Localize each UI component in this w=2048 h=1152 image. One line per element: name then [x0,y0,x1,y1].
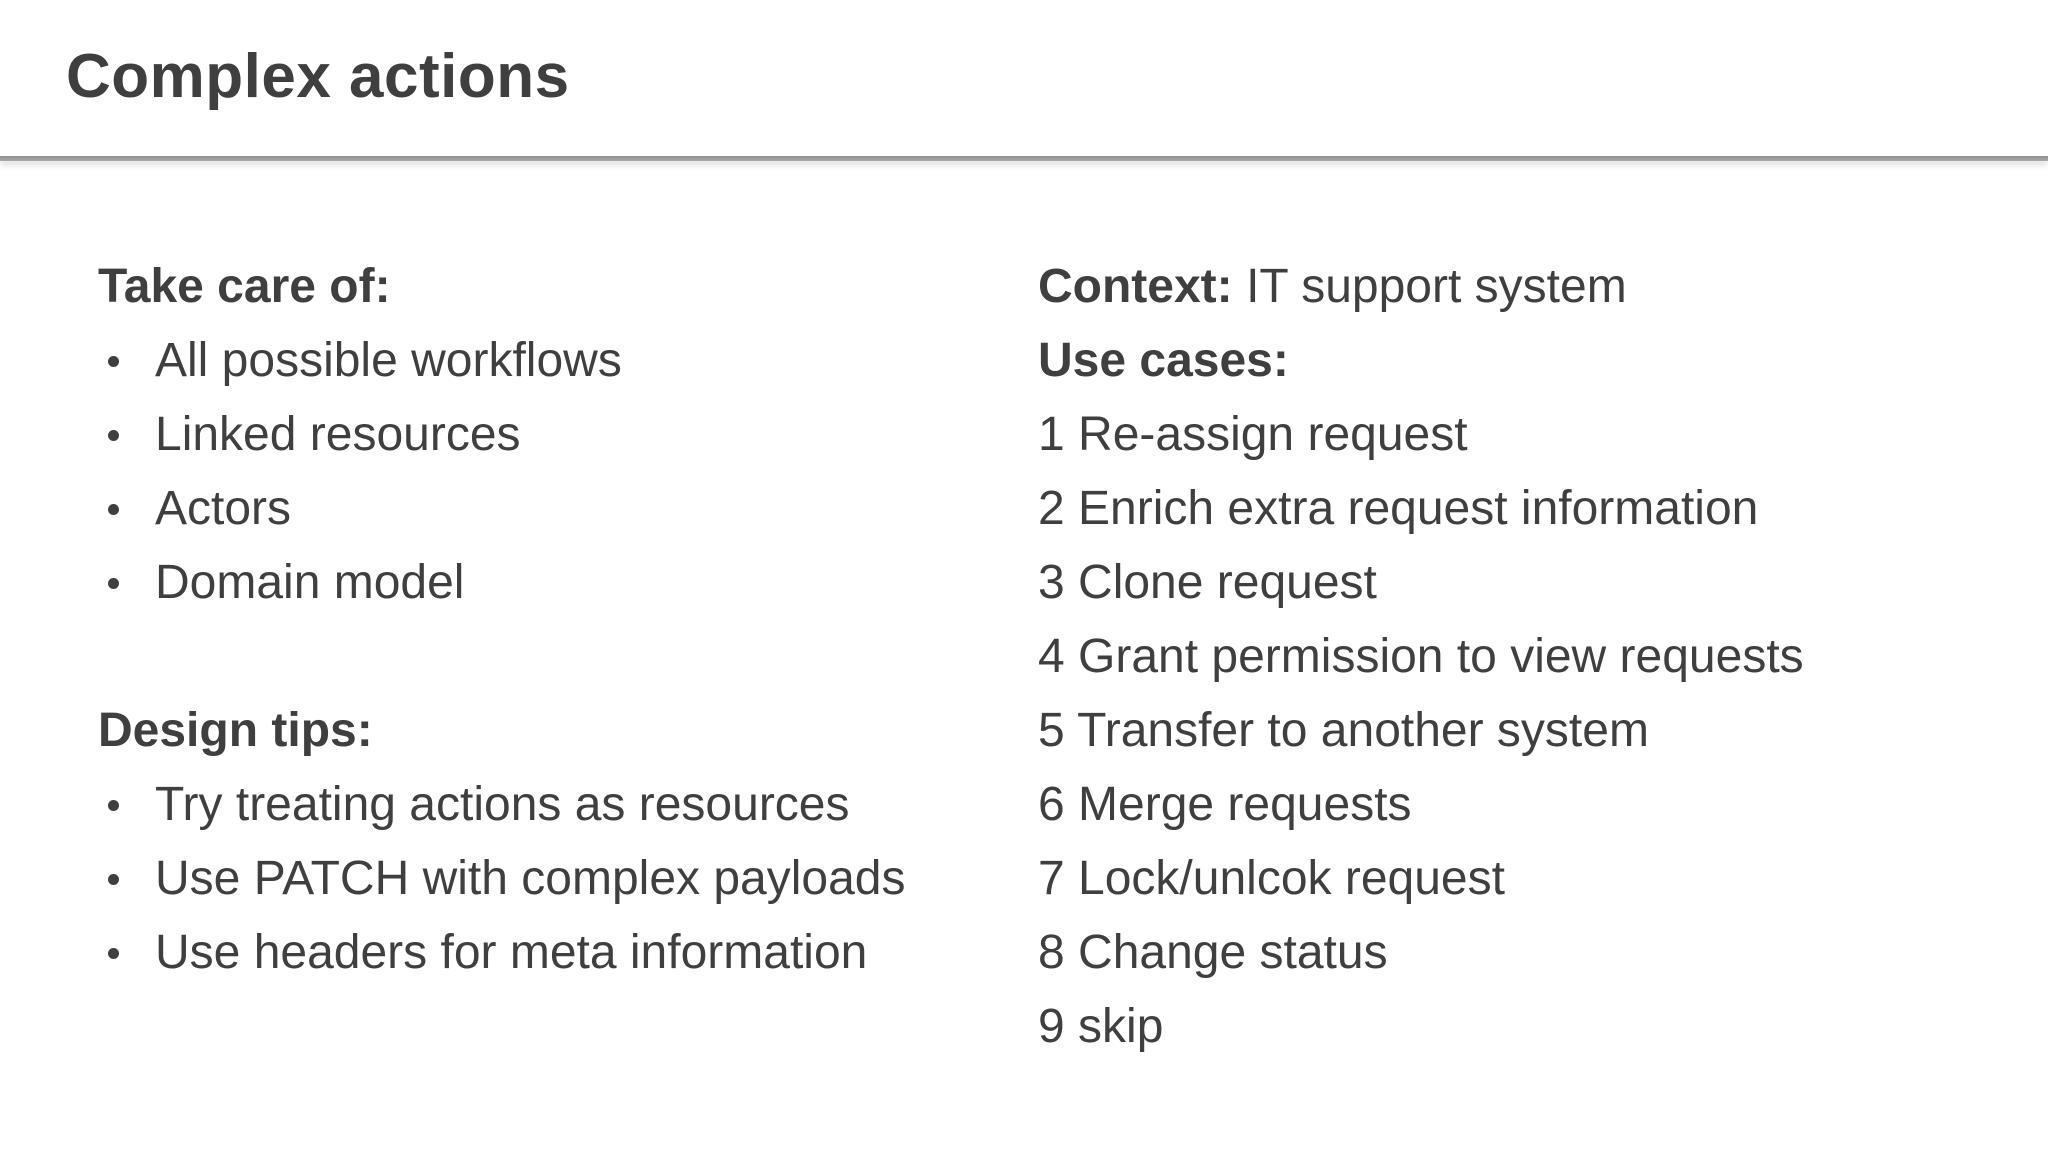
section-heading-take-care-of: Take care of: [98,260,391,313]
right-column: Context:IT support system Use cases: 1 R… [1038,250,1978,1064]
context-label: Context: [1038,260,1233,313]
bullet-text: Use headers for meta information [155,926,868,979]
bullet-icon [108,356,119,367]
context-value: IT support system [1246,260,1627,313]
bullet-icon [108,948,119,959]
bullet-icon [108,874,119,885]
bullet-icon [108,578,119,589]
use-case-item: 2 Enrich extra request information [1038,482,1759,535]
use-cases-heading: Use cases: [1038,334,1289,387]
use-case-item: 1 Re-assign request [1038,408,1468,461]
bullet-list-design-tips: Try treating actions as resources Use PA… [98,768,968,990]
divider-line [0,156,2048,161]
use-case-item: 5 Transfer to another system [1038,704,1649,757]
page-title: Complex actions [66,42,570,111]
list-item: Use PATCH with complex payloads [98,842,968,916]
list-item: Use headers for meta information [98,916,968,990]
bullet-text: Linked resources [155,408,521,461]
bullet-text: Domain model [155,556,465,609]
use-case-item: 6 Merge requests [1038,778,1412,831]
use-case-item: 4 Grant permission to view requests [1038,630,1804,683]
use-case-item: 8 Change status [1038,926,1388,979]
section-heading-design-tips: Design tips: [98,704,373,757]
bullet-icon [108,800,119,811]
bullet-icon [108,504,119,515]
bullet-text: Actors [155,482,292,535]
blank-line [98,620,968,694]
left-column: Take care of: All possible workflows Lin… [98,250,968,990]
use-case-item: 9 skip [1038,1000,1164,1053]
bullet-icon [108,430,119,441]
bullet-text: Try treating actions as resources [155,778,850,831]
use-case-item: 3 Clone request [1038,556,1377,609]
list-item: Domain model [98,546,968,620]
bullet-text: Use PATCH with complex payloads [155,852,906,905]
bullet-text: All possible workflows [155,334,622,387]
list-item: All possible workflows [98,324,968,398]
context-line: Context:IT support system [1038,250,1978,324]
list-item: Try treating actions as resources [98,768,968,842]
list-item: Linked resources [98,398,968,472]
bullet-list-take-care-of: All possible workflows Linked resources … [98,324,968,620]
list-item: Actors [98,472,968,546]
use-case-list: 1 Re-assign request 2 Enrich extra reques… [1038,398,1978,1064]
use-case-item: 7 Lock/unlcok request [1038,852,1505,905]
